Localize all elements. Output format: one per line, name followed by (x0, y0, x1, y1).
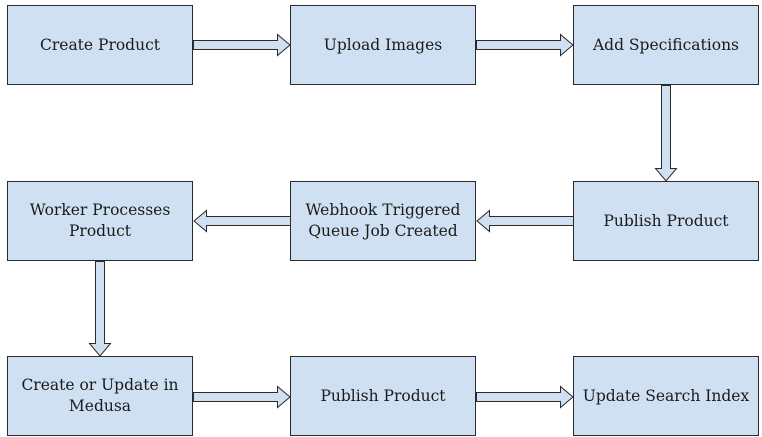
arrow-left-icon (193, 209, 291, 233)
node-label: Create Product (40, 35, 160, 54)
node-label: Publish Product (320, 386, 446, 405)
arrow-down-icon (654, 85, 678, 182)
node-label: Add Specifications (592, 35, 740, 54)
node-label: Publish Product (603, 211, 729, 230)
node-label: Create or Update in Medusa (21, 376, 179, 415)
arrow-right-icon (193, 385, 291, 409)
node-create-or-update: Create or Update in Medusa (7, 356, 193, 436)
node-label: Update Search Index (582, 386, 750, 405)
node-webhook-triggered: Webhook Triggered Queue Job Created (290, 181, 476, 261)
arrow-down-icon (88, 261, 112, 357)
arrow-right-icon (476, 33, 574, 57)
node-label: Webhook Triggered Queue Job Created (305, 201, 461, 240)
node-upload-images: Upload Images (290, 5, 476, 85)
node-label: Worker Processes Product (29, 201, 171, 240)
arrow-right-icon (476, 385, 574, 409)
node-update-search-index: Update Search Index (573, 356, 759, 436)
node-label: Upload Images (323, 35, 443, 54)
node-worker-processes: Worker Processes Product (7, 181, 193, 261)
node-publish-product-2: Publish Product (290, 356, 476, 436)
arrow-right-icon (193, 33, 291, 57)
arrow-left-icon (476, 209, 574, 233)
node-publish-product-1: Publish Product (573, 181, 759, 261)
node-add-specifications: Add Specifications (573, 5, 759, 85)
node-create-product: Create Product (7, 5, 193, 85)
